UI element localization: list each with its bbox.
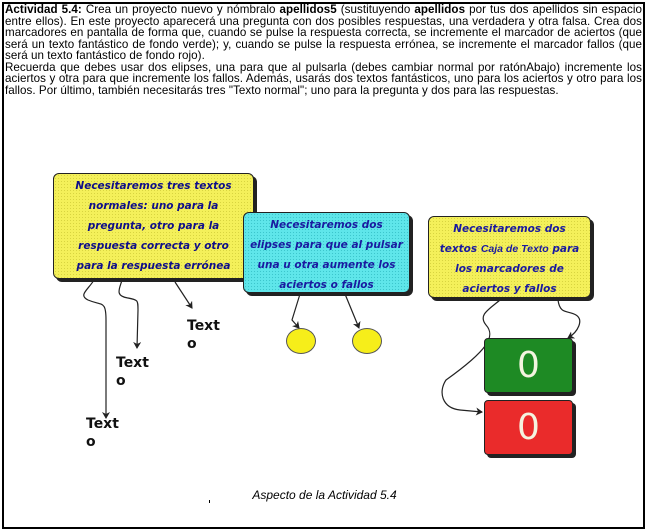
caption-tick [209, 500, 210, 503]
arrow-to-texto-1 [83, 279, 110, 419]
p1-part-3: apellidos [414, 4, 466, 16]
marker-fallos-value: 0 [517, 407, 540, 448]
callout-line: Necesitaremos tres textos [75, 180, 232, 192]
callout-textos-normales: Necesitaremos tres textos normales: uno … [53, 173, 254, 279]
figure-caption: Aspecto de la Actividad 5.4 [252, 488, 397, 502]
callout-line: aciertos y fallos [462, 283, 557, 295]
callout-elipses: Necesitaremos dos elipses para que al pu… [243, 212, 410, 293]
texto-normal-pregunta[interactable]: Text o [187, 317, 227, 353]
callout-line: para la respuesta errónea [76, 260, 231, 272]
callout-line: elipses para que al pulsar [250, 239, 403, 251]
callout-segment: para [548, 243, 580, 255]
callout-cajas-de-texto: Necesitaremos dos textos Caja de Texto p… [428, 216, 591, 298]
callout-line: normales: uno para la [88, 200, 219, 212]
activity-paragraph-2: Recuerda que debes usar dos elipses, una… [5, 60, 642, 97]
arrow-to-ellipse-1 [291, 293, 301, 329]
activity-figure: Necesitaremos tres textos normales: uno … [40, 160, 620, 465]
callout-line: Necesitaremos dos [453, 223, 566, 235]
arrow-to-ellipse-2 [344, 293, 361, 329]
texto-label: Text o [86, 416, 119, 450]
p1-part-0: Crea un proyecto nuevo y nómbralo [81, 4, 280, 16]
texto-label: Text o [116, 355, 149, 389]
callout-line: pregunta, otro para la [87, 220, 220, 232]
callout-segment-caja-de-texto: Caja de Texto [480, 243, 549, 255]
callout-line: respuesta correcta y otro [78, 240, 229, 252]
marker-aciertos: 0 [484, 338, 573, 393]
activity-paragraph-1: Actividad 5.4: Crea un proyecto nuevo y … [5, 4, 642, 62]
callout-line: aciertos o fallos [279, 279, 374, 291]
texto-normal-respuesta-1[interactable]: Text o [116, 354, 156, 390]
arrow-to-marker-red [441, 299, 501, 416]
callout-line: los marcadores de [455, 263, 564, 275]
callout-line: Necesitaremos dos [270, 219, 383, 231]
marker-aciertos-value: 0 [517, 345, 540, 386]
texto-label: Text o [187, 318, 220, 352]
ellipse-aciertos[interactable] [286, 328, 316, 354]
marker-fallos: 0 [484, 400, 573, 455]
p1-part-2: (sustituyendo [336, 4, 415, 16]
callout-segment: textos [439, 243, 481, 255]
arrow-to-marker-green [557, 299, 581, 339]
arrow-to-texto-2 [118, 279, 142, 349]
ellipse-fallos[interactable] [352, 328, 382, 354]
callout-line: una u otra aumente los [257, 259, 396, 271]
activity-title: Actividad 5.4: [5, 4, 82, 16]
p1-part-4: por tus dos apellidos sin espacio entre … [5, 4, 642, 62]
arrow-to-texto-3 [174, 281, 193, 309]
texto-normal-respuesta-2[interactable]: Text o [86, 415, 126, 451]
callout-line: textos Caja de Texto para [429, 239, 590, 259]
activity-description: Actividad 5.4: Crea un proyecto nuevo y … [5, 4, 642, 146]
connector-arrows [83, 279, 581, 419]
p1-part-1: apellidos5 [279, 4, 337, 16]
